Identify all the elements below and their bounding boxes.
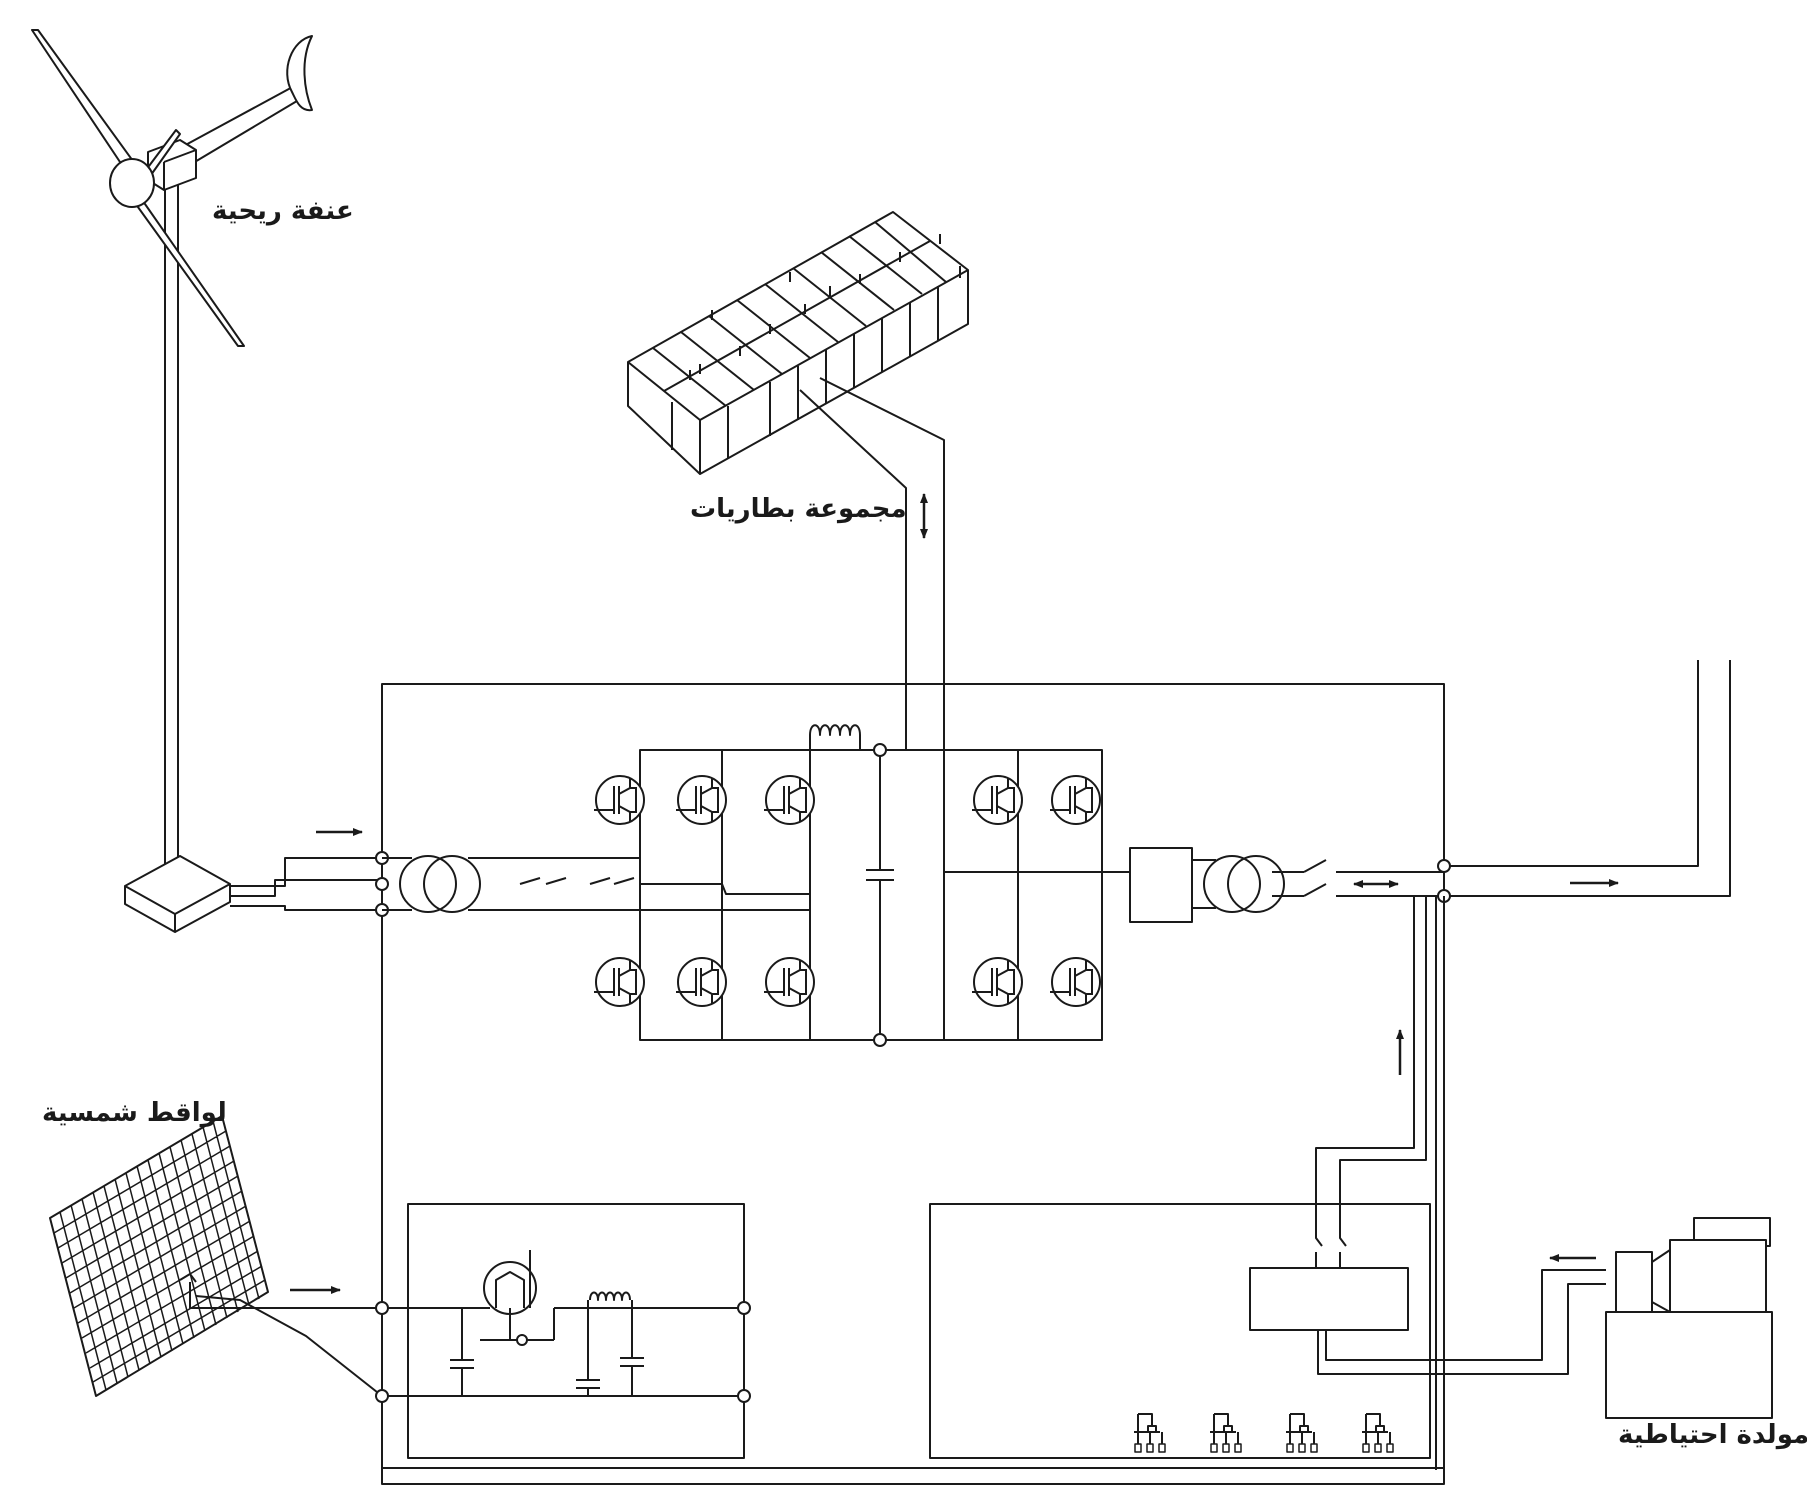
flow-arrows: [290, 493, 1619, 1294]
generator-control-block: [930, 1204, 1430, 1458]
solar-panel-label: لواقط شمسية: [42, 1098, 227, 1128]
transfer-switch-box: [1250, 1268, 1408, 1330]
generator-icon: [1606, 1218, 1772, 1418]
backup-generator-label: مولدة احتياطية: [1618, 1420, 1807, 1450]
controller-enclosure: [382, 684, 1444, 1484]
solar-panel-icon: [50, 1116, 268, 1396]
battery-bank-icon: [628, 212, 968, 474]
charge-controller-block: [408, 1204, 744, 1458]
wind-turbine-label: عنفة ريحية: [212, 196, 354, 226]
igbt-switches: [593, 775, 1101, 1007]
battery-bank-label: مجموعة بطاريات: [690, 494, 907, 524]
rectifier-inverter-block: [640, 750, 1102, 1040]
wind-turbine-icon: [32, 30, 312, 932]
output-filter-box: [1130, 848, 1192, 922]
